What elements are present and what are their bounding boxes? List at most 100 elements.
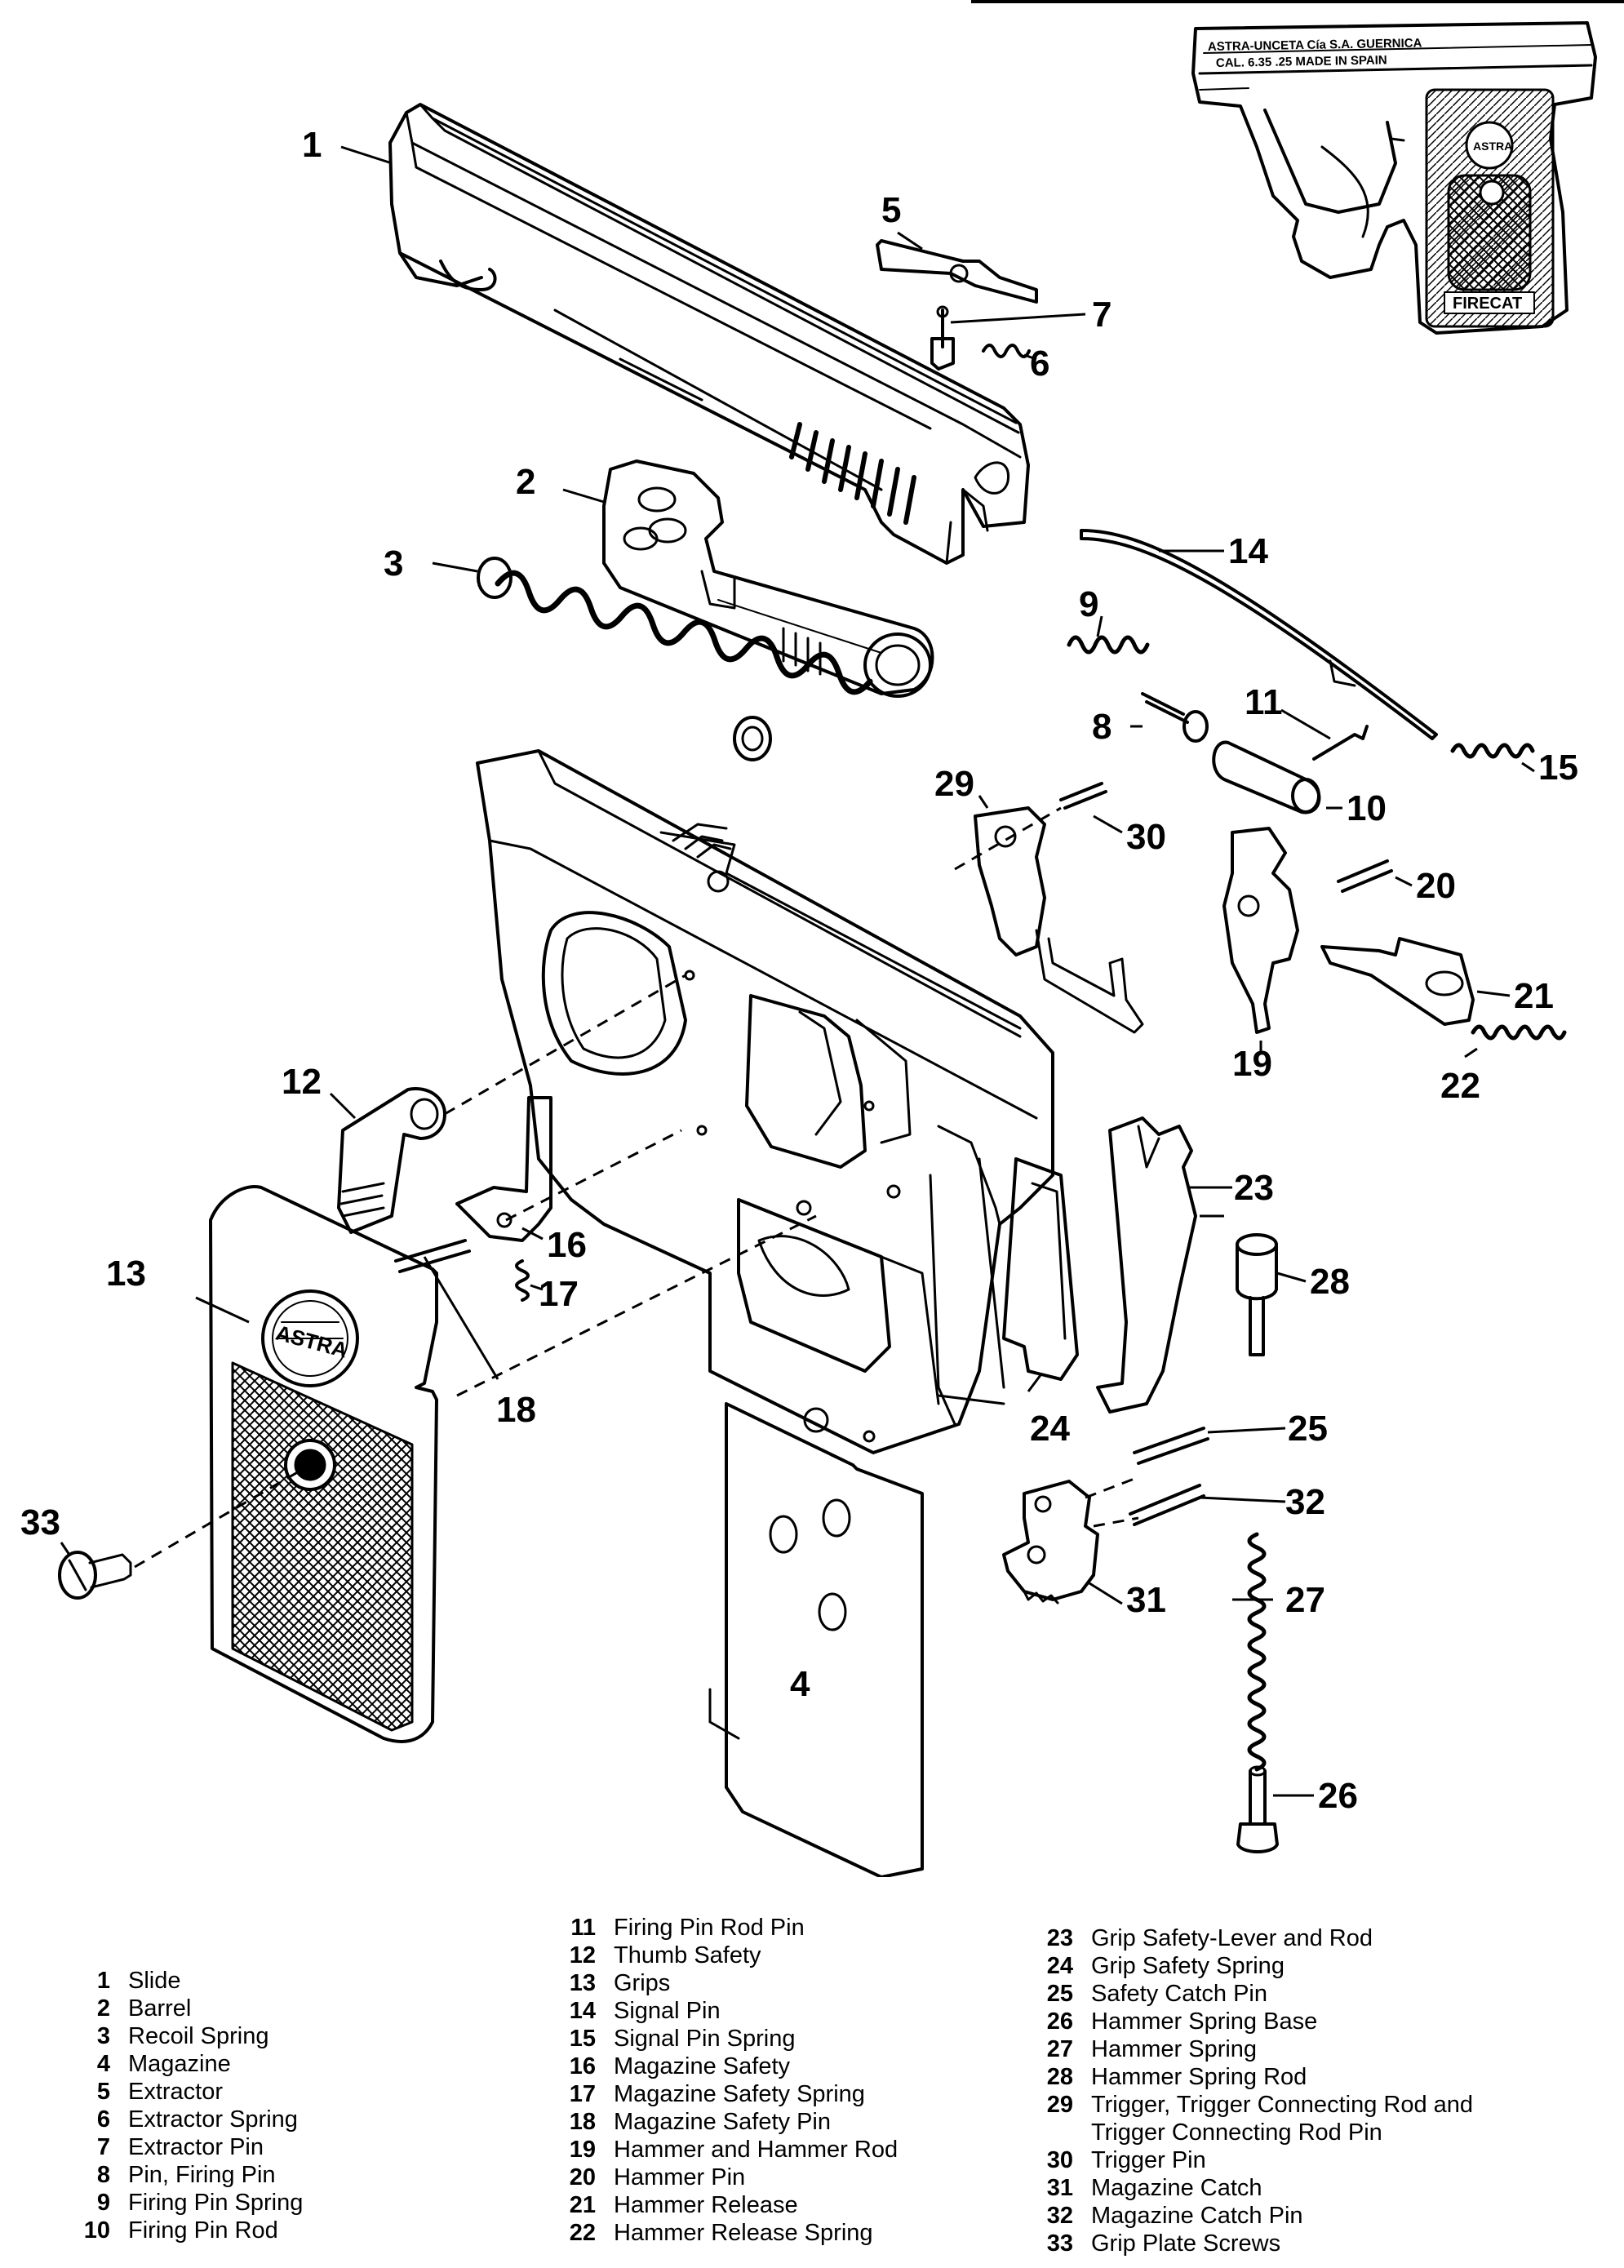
callout-31: 31: [1126, 1580, 1166, 1620]
callout-32: 32: [1285, 1482, 1325, 1522]
callout-22: 22: [1440, 1066, 1480, 1106]
part-4-magazine: [708, 1402, 924, 1877]
part-7-extractor-pin: [930, 305, 955, 371]
callout-1: 1: [302, 125, 322, 165]
part-23-grip-safety-lever: [1096, 1116, 1197, 1414]
inset-grip-logo: ASTRA: [1473, 140, 1512, 153]
callout-4: 4: [790, 1664, 810, 1704]
legend-item-number: 15: [569, 2026, 596, 2052]
part-25-safety-catch-pin: [1133, 1427, 1209, 1465]
legend-item-number: 27: [1046, 2036, 1073, 2062]
exploded-view-diagram: 1234567891011121314151617181920212223242…: [20, 21, 1597, 1877]
legend-item-number: 12: [569, 1942, 596, 1968]
legend-item: 31 Magazine Catch: [1032, 2174, 1473, 2202]
legend-item-number: 30: [1046, 2147, 1073, 2173]
part-15-signal-pin-spring: [1450, 743, 1535, 759]
callout-24: 24: [1030, 1409, 1070, 1449]
legend-item-number: 22: [569, 2220, 596, 2246]
legend-item-name: Magazine Catch: [1091, 2175, 1262, 2201]
legend-item-number: 32: [1046, 2203, 1073, 2229]
leader-lines: [60, 145, 1535, 1797]
legend-item: 19 Hammer and Hammer Rod: [555, 2136, 898, 2164]
part-6-extractor-spring: [982, 344, 1031, 358]
part-5-extractor: [876, 239, 1038, 304]
part-29-trigger: [974, 806, 1144, 1034]
legend-item-name: Firing Pin Rod Pin: [614, 1915, 805, 1941]
legend-item-name: Hammer and Hammer Rod: [614, 2137, 899, 2163]
inset-grip-text: FIRECAT: [1453, 295, 1522, 313]
legend-item-name: Pin, Firing Pin: [128, 2162, 276, 2188]
part-27-hammer-spring: [1247, 1532, 1267, 1772]
legend-item: 11 Firing Pin Rod Pin: [555, 1914, 898, 1942]
legend-item-name: Magazine Safety Pin: [614, 2109, 831, 2135]
callout-7: 7: [1092, 295, 1112, 335]
part-17-magazine-safety-spring: [515, 1259, 530, 1302]
legend-item-continuation: Trigger Connecting Rod Pin: [1091, 2119, 1382, 2146]
legend-item: 21 Hammer Release: [555, 2191, 898, 2219]
callout-27: 27: [1285, 1580, 1325, 1620]
legend-item-number: 8: [96, 2162, 110, 2188]
legend-item-name: Magazine: [128, 2051, 231, 2077]
legend-item-name: Grip Plate Screws: [1091, 2230, 1281, 2257]
legend-item-number: 9: [96, 2190, 110, 2216]
inset-pistol-illustration: [1191, 21, 1597, 335]
legend-item-number: 5: [96, 2079, 110, 2105]
callout-3: 3: [384, 544, 403, 584]
legend-item-name: Magazine Safety: [614, 2053, 791, 2079]
part-20-hammer-pin: [1337, 859, 1393, 893]
legend-item-name: Grips: [614, 1970, 671, 1996]
legend-item-number: 4: [96, 2051, 110, 2077]
callout-29: 29: [934, 764, 974, 804]
legend-item-number: 16: [569, 2053, 596, 2079]
legend-item-number: 21: [569, 2192, 596, 2218]
legend-item-number: 23: [1046, 1925, 1073, 1951]
callout-18: 18: [496, 1390, 536, 1430]
legend-item-name: Firing Pin Rod: [128, 2217, 278, 2244]
inset-stamp-line1: ASTRA-UNCETA Cía S.A. GUERNICA: [1208, 36, 1422, 54]
callout-13: 13: [106, 1254, 146, 1294]
callout-15: 15: [1538, 748, 1578, 788]
legend-item-number: 1: [96, 1968, 110, 1994]
legend-item-name: Hammer Pin: [614, 2164, 746, 2190]
callout-8: 8: [1092, 707, 1112, 747]
legend-item: 8 Pin, Firing Pin: [78, 2161, 303, 2189]
callout-20: 20: [1416, 866, 1456, 906]
legend-item-name: Slide: [128, 1968, 181, 1994]
callout-21: 21: [1514, 976, 1554, 1016]
legend-item-number: 19: [569, 2137, 596, 2163]
part-9-firing-pin-spring: [1067, 635, 1150, 655]
part-31-magazine-catch: [1002, 1480, 1099, 1604]
legend-item-name: Hammer Release: [614, 2192, 798, 2218]
callout-16: 16: [547, 1225, 587, 1265]
part-11-firing-pin-rod-pin: [1312, 725, 1369, 761]
legend-item-name: Firing Pin Spring: [128, 2190, 304, 2216]
legend-item: 4 Magazine: [78, 2050, 303, 2078]
part-33-grip-plate-screw: [58, 1551, 132, 1600]
legend-item-name: Safety Catch Pin: [1091, 1981, 1267, 2007]
legend-item-number: 11: [570, 1915, 596, 1941]
part-24-grip-safety-spring: [1002, 1157, 1079, 1381]
legend-item-number: 31: [1046, 2175, 1073, 2201]
callout-9: 9: [1079, 584, 1098, 624]
assembly-lines: [134, 806, 1139, 1569]
legend-item-number: 24: [1046, 1953, 1073, 1979]
callout-11: 11: [1245, 682, 1283, 722]
callout-17: 17: [539, 1274, 579, 1314]
legend-item-name: Recoil Spring: [128, 2023, 269, 2049]
part-16-magazine-safety: [455, 1096, 552, 1242]
